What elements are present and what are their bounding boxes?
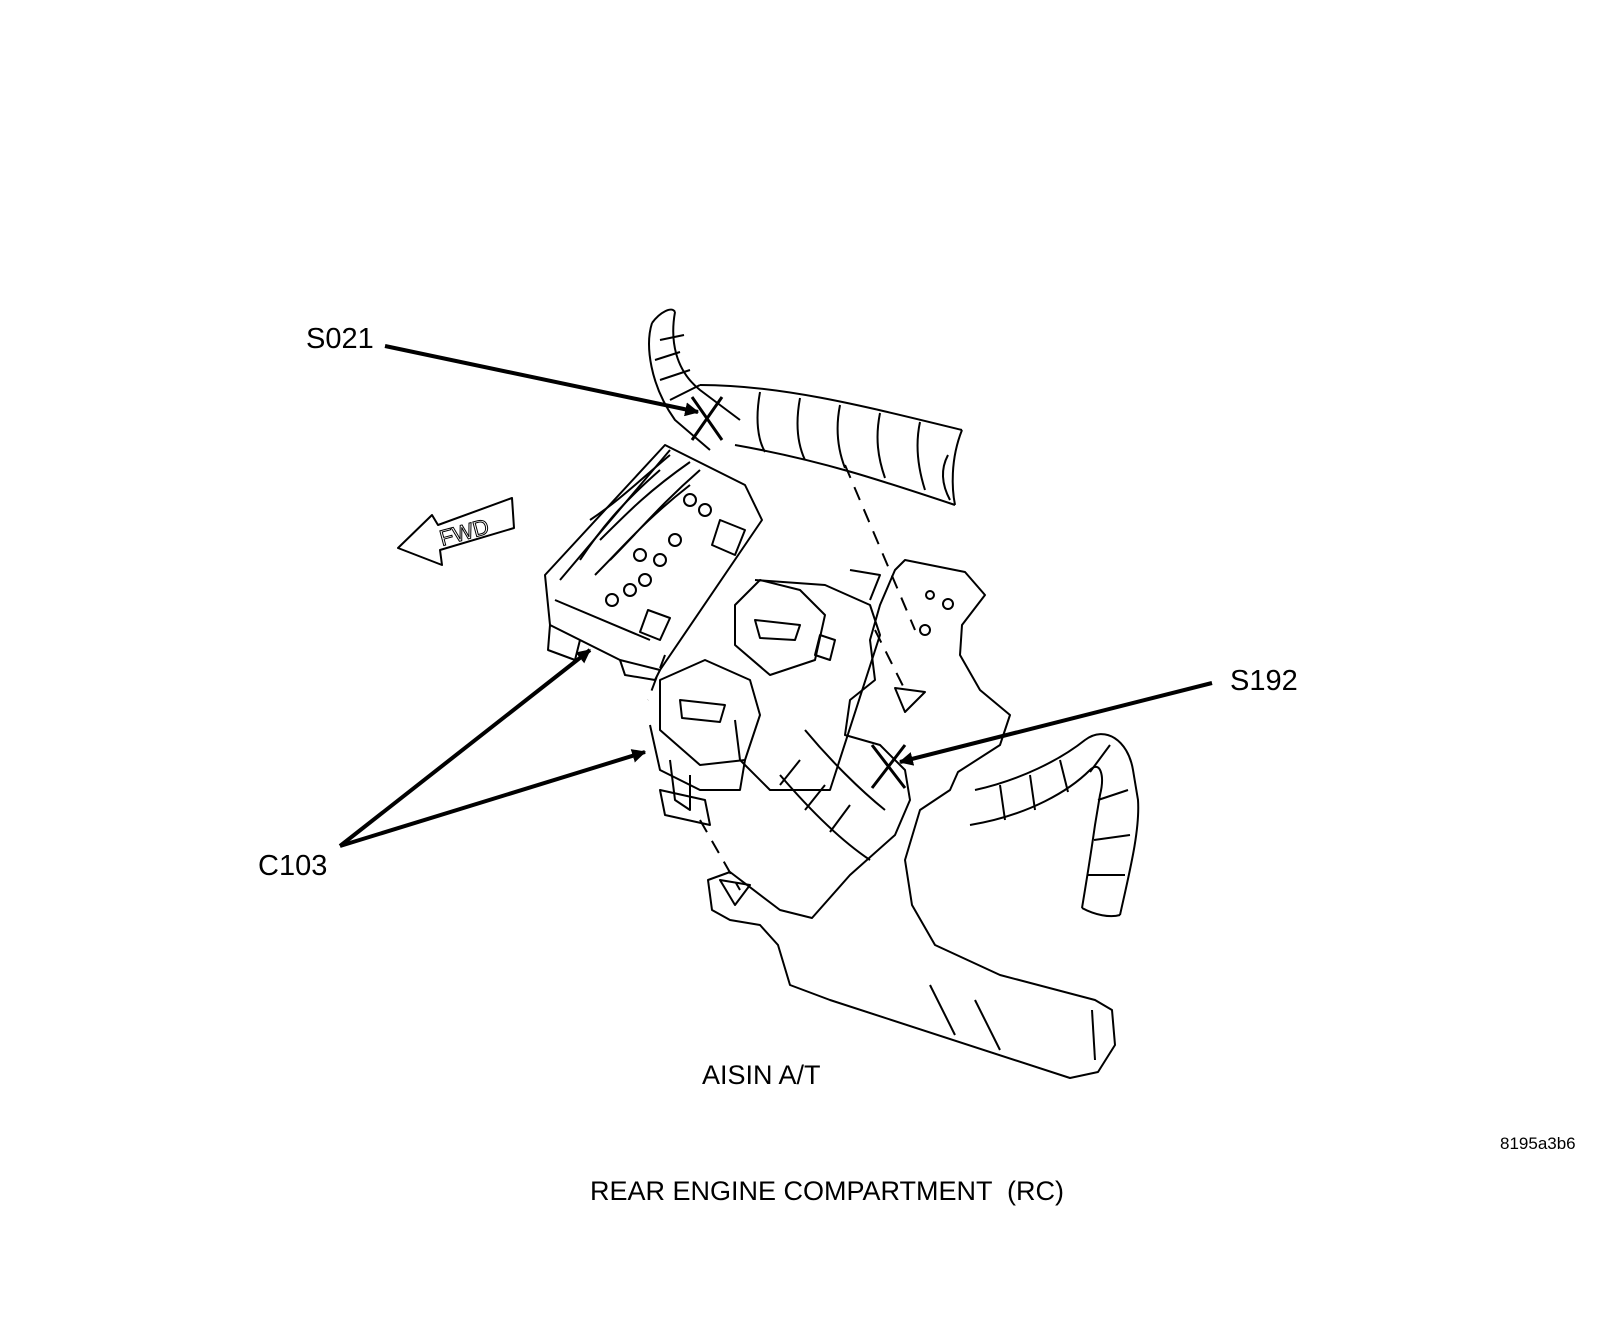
- s192-callout-label: S192: [1230, 665, 1298, 697]
- mounting-bracket: [707, 559, 1116, 1079]
- c103-leader-arrow-upper: [338, 648, 592, 848]
- c103-harness-connector: [544, 444, 763, 681]
- splice-s192-mark: [870, 744, 907, 789]
- lower-wire-harness: [779, 729, 1140, 918]
- fwd-direction-arrow: FWD: [397, 497, 515, 566]
- component-caption: AISIN A/T: [702, 1060, 821, 1090]
- c103-component-connectors: [649, 569, 881, 826]
- reference-code: 8195a3b6: [1500, 1134, 1576, 1153]
- c103-leader-arrow-lower: [339, 749, 647, 848]
- splice-s021-mark: [690, 396, 724, 441]
- s192-leader-arrow: [898, 681, 1213, 766]
- fwd-label: FWD: [437, 514, 492, 551]
- diagram-title: REAR ENGINE COMPARTMENT (RC): [590, 1176, 1065, 1206]
- c103-callout-label: C103: [258, 850, 328, 882]
- leader-lines: [338, 344, 1213, 848]
- upper-wire-harness: [648, 308, 963, 506]
- s021-callout-label: S021: [306, 323, 374, 355]
- s021-leader-arrow: [384, 344, 700, 417]
